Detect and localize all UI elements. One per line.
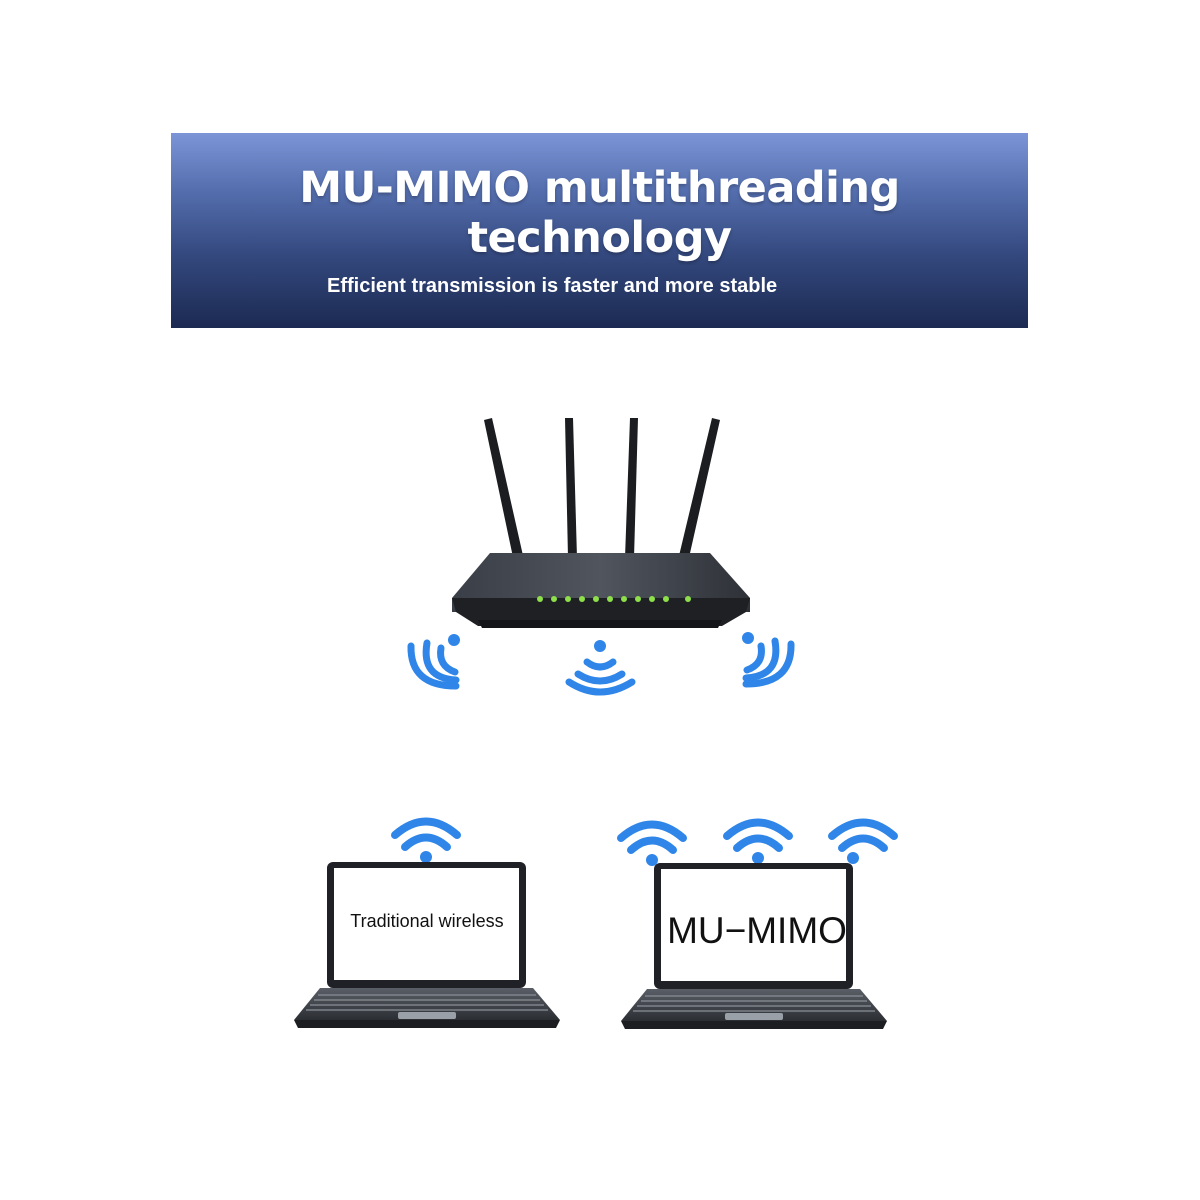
touchpad bbox=[398, 1012, 456, 1019]
screen-label: Traditional wireless bbox=[350, 911, 503, 931]
touchpad bbox=[725, 1013, 783, 1020]
signal-right-icon bbox=[742, 632, 795, 688]
keyboard bbox=[633, 995, 875, 1012]
banner-title: MU-MIMO multithreading technology bbox=[299, 163, 900, 263]
router-icon bbox=[452, 418, 750, 628]
keyboard bbox=[306, 994, 548, 1011]
wifi-icon-right bbox=[828, 818, 898, 864]
wifi-icon-center bbox=[723, 818, 793, 864]
wifi-icon-left bbox=[617, 820, 687, 866]
header-banner: MU-MIMO multithreading technology Effici… bbox=[171, 133, 1028, 328]
laptop-mu-mimo: MU−MIMO bbox=[617, 818, 898, 1029]
router-antenna bbox=[484, 418, 720, 562]
screen-label: MU−MIMO bbox=[667, 910, 847, 951]
signal-left-icon bbox=[407, 634, 460, 690]
router-status-leds bbox=[537, 596, 691, 602]
signal-center-icon bbox=[565, 640, 636, 696]
laptop-traditional: Traditional wireless bbox=[294, 817, 560, 1028]
banner-subtitle: Efficient transmission is faster and mor… bbox=[327, 275, 778, 297]
wifi-icon bbox=[391, 817, 461, 863]
